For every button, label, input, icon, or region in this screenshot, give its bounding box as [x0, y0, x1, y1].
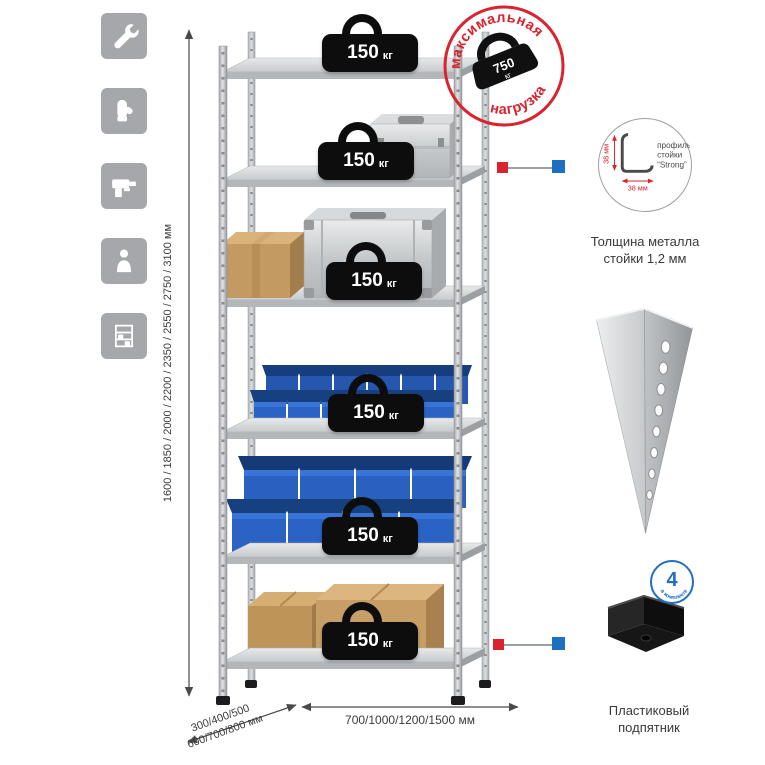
height-dimension-label: 1600 / 1850 / 2000 / 2200 / 2350 / 2550 …	[162, 223, 174, 503]
stamp-weight-unit: кг	[503, 70, 512, 81]
load-value: 150	[347, 525, 379, 546]
stamp-kettlebell-icon	[472, 32, 539, 90]
leader-line-bottom	[496, 644, 556, 646]
feature-icon-box	[101, 13, 147, 59]
angle-post-image	[596, 307, 693, 534]
foot-caption-line1: Пластиковый	[608, 703, 690, 718]
red-marker-top	[497, 162, 508, 173]
kettlebell-handle-icon	[338, 122, 378, 148]
load-value: 150	[351, 270, 383, 291]
width-dimension-label: 700/1000/1200/1500 мм	[345, 713, 475, 727]
profile-label-3: “Strong”	[657, 160, 687, 169]
kettlebell-handle-icon	[348, 374, 388, 400]
profile-caption-line2: стойки 1,2 мм	[603, 250, 687, 266]
angle-post-holes	[646, 340, 671, 500]
profile-caption: Толщина металла стойки 1,2 мм	[572, 234, 718, 268]
svg-text:нагрузка: нагрузка	[484, 79, 555, 127]
profile-dim-vertical: 38 мм	[602, 144, 611, 164]
person-icon	[116, 249, 132, 273]
post-profile-drawing	[620, 133, 654, 173]
rack-back-posts	[245, 31, 491, 688]
foot-caption: Пластиковый подпятник	[574, 703, 724, 737]
width-dimension-line	[301, 702, 519, 712]
profile-dim-horizontal: 38 мм	[628, 184, 648, 193]
profile-caption-line1: Толщина металла	[590, 234, 700, 249]
kettlebell-handle-icon	[342, 497, 382, 523]
rack-front-posts	[216, 45, 465, 705]
profile-callout-circle: 38 мм 38 мм профиль стойки “Strong”	[598, 118, 692, 212]
rack-icon	[114, 324, 134, 348]
drill-icon	[112, 179, 136, 198]
quantity-badge-value: 4	[666, 569, 678, 591]
feature-icon-box	[101, 313, 147, 359]
load-unit: кг	[378, 157, 389, 170]
feature-icon-box	[101, 238, 147, 284]
depth-dimension-line	[187, 703, 297, 744]
svg-text:в комплекте: в комплекте	[659, 588, 690, 601]
load-unit: кг	[382, 637, 393, 650]
feature-icon-box	[101, 88, 147, 134]
load-value: 150	[353, 402, 385, 423]
stamp-arc-bottom-text: нагрузка	[484, 79, 555, 127]
load-value: 150	[347, 630, 379, 651]
quantity-badge: в комплекте 4	[650, 560, 694, 604]
kettlebell-handle-icon	[346, 242, 386, 268]
leader-line-top	[500, 167, 556, 169]
gloves-icon	[117, 99, 133, 122]
kettlebell-handle-icon	[342, 14, 382, 40]
plastic-foot-image	[607, 595, 685, 652]
load-value: 150	[343, 150, 375, 171]
load-unit: кг	[388, 409, 399, 422]
red-marker-bottom	[493, 639, 504, 650]
quantity-badge-ring-text: в комплекте	[659, 588, 690, 601]
wrench-icon	[114, 24, 139, 49]
blue-marker-bottom	[552, 637, 565, 650]
load-value: 150	[347, 42, 379, 63]
blue-marker-top	[552, 160, 565, 173]
load-unit: кг	[382, 49, 393, 62]
profile-label-1: профиль	[657, 141, 690, 150]
load-unit: кг	[382, 532, 393, 545]
height-dimension-line	[184, 29, 194, 697]
profile-label-2: стойки	[657, 151, 683, 160]
cardboard-box-small	[222, 232, 304, 298]
feature-icon-box	[101, 163, 147, 209]
kettlebell-handle-icon	[342, 602, 382, 628]
foot-caption-line2: подпятник	[618, 719, 680, 735]
load-unit: кг	[386, 277, 397, 290]
